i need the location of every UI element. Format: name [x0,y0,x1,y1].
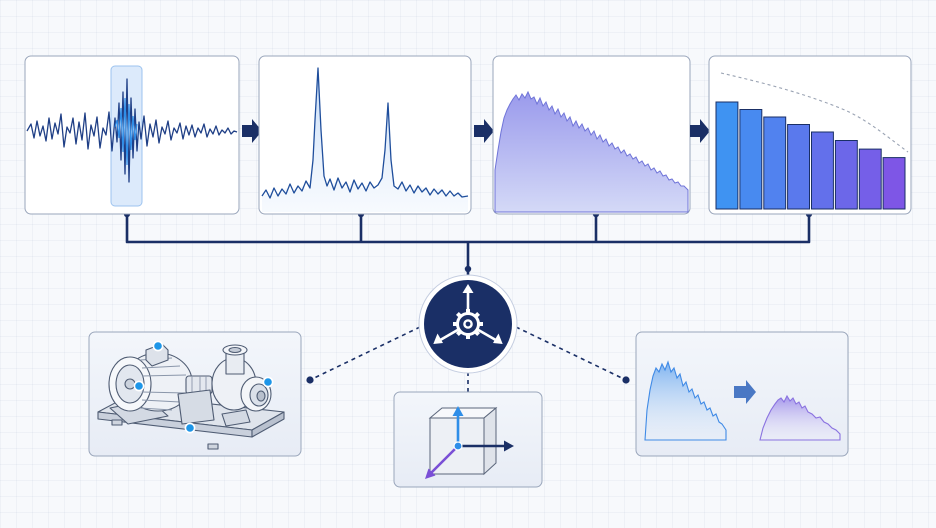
bar-chart-icon [715,101,906,210]
stage-band-energy [708,55,912,215]
band-bar [858,148,882,210]
panel-domain-shift [635,331,849,457]
band-bar [787,124,810,210]
band-bar [811,131,834,210]
stage-connector-tree [123,210,813,276]
sensor-dot[interactable] [184,422,196,434]
band-bar [739,109,763,210]
flow-arrow-3 [690,119,710,143]
stage-spectrum [258,55,472,215]
stage-envelope [492,55,691,215]
panel-pump-motor [88,331,302,457]
central-processing-hub[interactable] [418,274,518,374]
waveform-icon [26,78,238,183]
band-bar [715,101,739,210]
context-dashed-links [306,326,630,392]
sensor-dot[interactable] [133,380,145,392]
band-bar [834,140,858,210]
panel-triaxial-axes [393,391,543,488]
distribution-shift-icon [644,360,841,441]
gear-with-arrows-icon [433,284,503,344]
xyz-axes-cube-icon [425,406,514,479]
stage-raw-waveform [24,55,240,215]
area-envelope-icon [494,90,689,213]
spectrum-peaks-icon [261,67,469,199]
flow-arrow-2 [474,119,494,143]
sensor-dot[interactable] [152,340,164,352]
band-bar [763,116,787,210]
sensor-dot[interactable] [262,376,274,388]
flow-arrow-1 [242,119,262,143]
sensor-points [133,340,274,434]
band-bar [882,157,906,210]
pump-motor-icon [97,343,285,450]
